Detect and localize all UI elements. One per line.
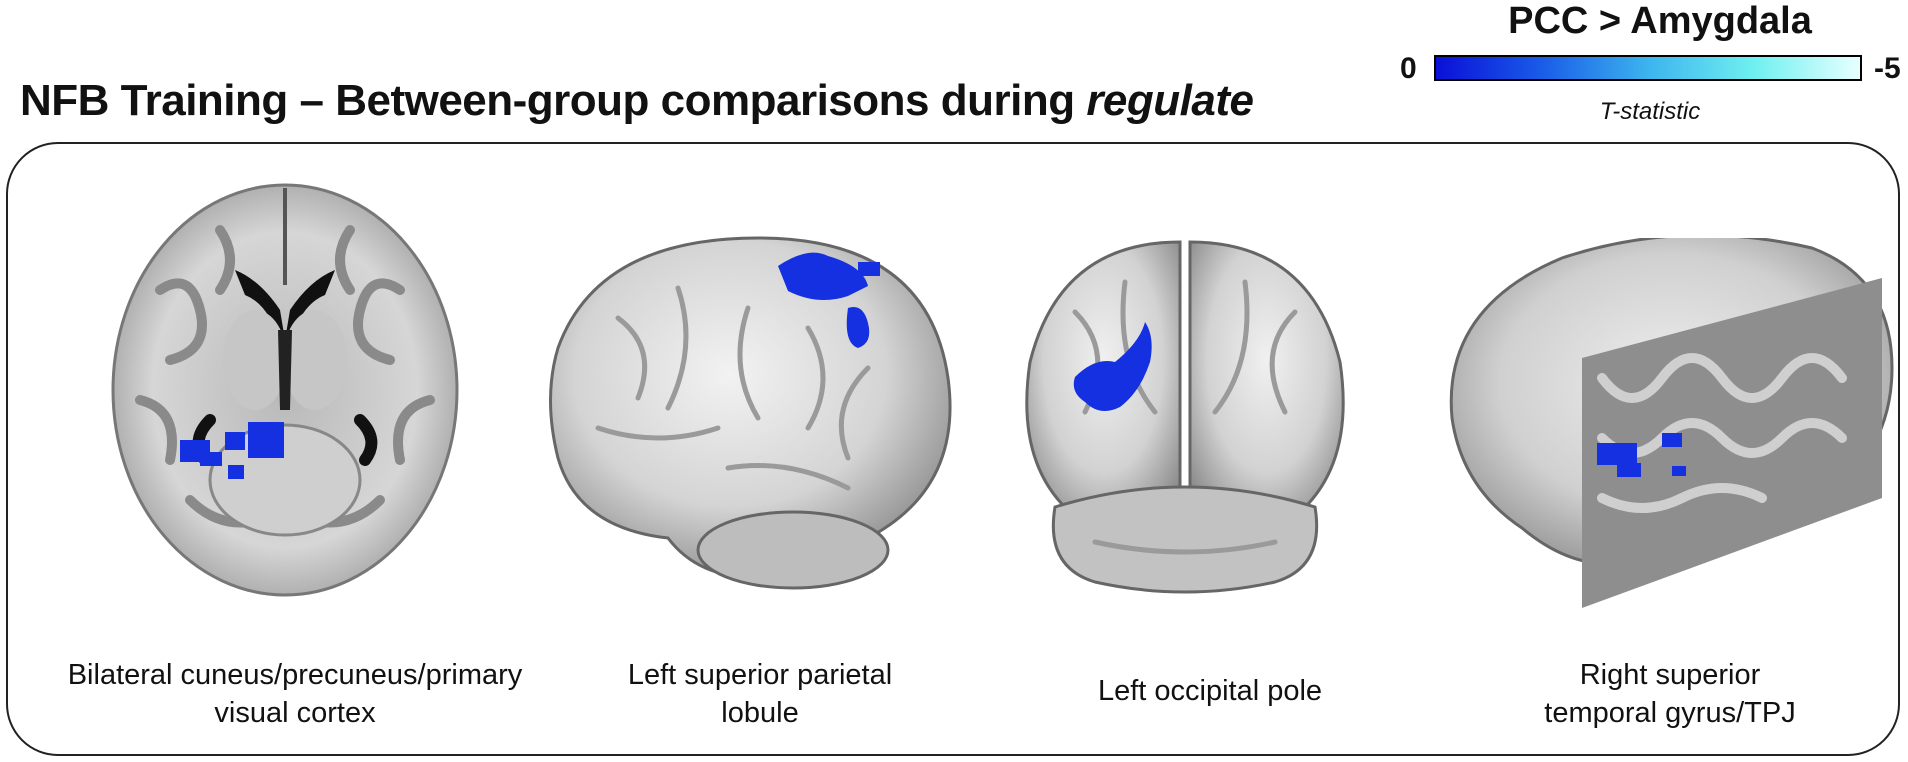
caption-panel-3: Left occipital pole <box>1040 672 1380 710</box>
figure-title: NFB Training – Between-group comparisons… <box>20 76 1254 126</box>
results-panel <box>6 142 1900 756</box>
caption-panel-4: Right superior temporal gyrus/TPJ <box>1500 656 1840 732</box>
caption-panel-2-line1: Left superior parietal <box>627 659 893 691</box>
title-emphasis: regulate <box>1086 76 1254 125</box>
activation-clusters <box>1073 322 1152 411</box>
activation-clusters <box>778 252 880 348</box>
caption-panel-1: Bilateral cuneus/precuneus/primary visua… <box>10 656 580 732</box>
left-lateral-brain-image <box>549 236 952 590</box>
activation-clusters <box>1597 433 1686 477</box>
colorbar-min-label: 0 <box>1400 52 1417 85</box>
right-lateral-cutaway-image <box>1449 238 1894 608</box>
cerebellum <box>1051 485 1319 594</box>
colorbar-title: PCC > Amygdala <box>1508 0 1812 42</box>
activation-clusters <box>180 422 284 479</box>
thalamus-right <box>283 310 347 410</box>
caption-panel-3-line1: Left occipital pole <box>1097 675 1323 707</box>
posterior-brain-image <box>1025 240 1345 594</box>
lateral-ventricles <box>235 270 335 345</box>
sulci <box>595 285 871 491</box>
colorbar-max-label: -5 <box>1874 52 1901 85</box>
caption-panel-2-line2: lobule <box>721 697 799 729</box>
axial-slice-image <box>111 183 459 597</box>
title-main: NFB Training – Between-group comparisons… <box>20 76 1087 125</box>
cutaway-gyri <box>1597 353 1847 513</box>
third-ventricle <box>278 330 292 410</box>
thalamus-left <box>223 310 287 410</box>
caption-panel-4-line2: temporal gyrus/TPJ <box>1544 697 1796 729</box>
cerebellum <box>696 510 890 590</box>
colorbar-gradient <box>1434 55 1862 81</box>
caption-panel-2: Left superior parietal lobule <box>585 656 935 732</box>
colorbar-axis-label: T-statistic <box>1599 98 1701 125</box>
gyri <box>135 225 435 528</box>
caption-panel-1-line2: visual cortex <box>214 697 376 729</box>
caption-panel-1-line1: Bilateral cuneus/precuneus/primary <box>67 659 523 691</box>
cerebellar-region <box>208 423 362 537</box>
caption-panel-4-line1: Right superior <box>1579 659 1761 691</box>
